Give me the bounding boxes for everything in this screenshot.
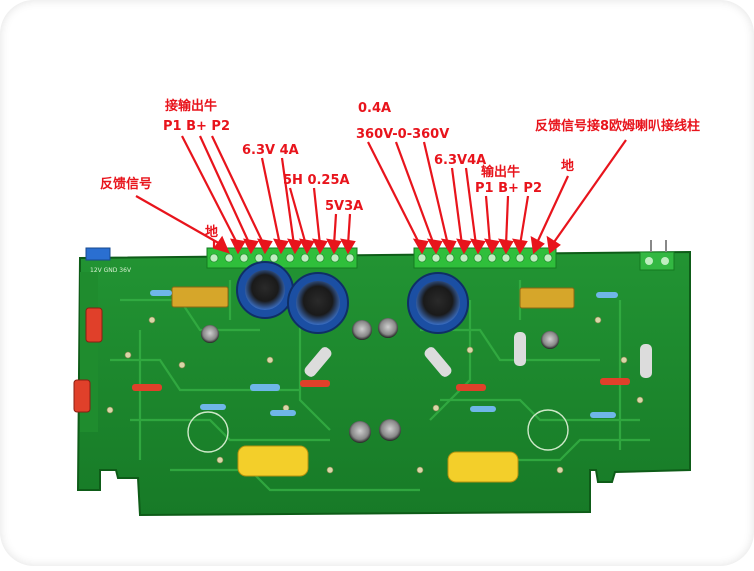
ceramic-resistors: [304, 332, 652, 378]
red-capacitors: [73, 307, 103, 413]
svg-text:12V GND 36V: 12V GND 36V: [90, 267, 132, 274]
silkscreen-text: 12V GND 36V: [90, 267, 132, 274]
pcb-traces: [110, 280, 650, 492]
connector-blue: [85, 247, 111, 261]
label-heater-6v3-left: 6.3V 4A: [242, 143, 299, 158]
pcb-pads: [106, 316, 644, 474]
label-output-pins-left: P1 B+ P2: [163, 119, 230, 134]
label-0-4a: 0.4A: [358, 101, 392, 116]
speaker-terminals-right: [639, 240, 675, 271]
filter-capacitors: [236, 261, 469, 334]
tube-sockets: [187, 409, 569, 453]
small-resistors: [132, 290, 630, 418]
power-resistors: [171, 286, 575, 309]
label-output-pins-right: P1 B+ P2: [475, 181, 542, 196]
label-5v3a: 5V3A: [325, 199, 364, 214]
label-ground-left: 地: [205, 225, 219, 240]
small-capacitors: [201, 318, 559, 443]
film-capacitors: [237, 445, 519, 483]
label-output-transformer-right: 输出牛: [481, 165, 521, 180]
label-choke-5h: 5H 0.25A: [283, 173, 350, 188]
label-feedback-speaker-right: 反馈信号接8欧姆喇叭接线柱: [535, 119, 701, 134]
label-360v: 360V-0-360V: [356, 127, 450, 142]
label-feedback-left: 反馈信号: [100, 177, 153, 192]
label-heater-6v3-right: 6.3V4A: [434, 153, 487, 168]
label-output-transformer-left: 接输出牛: [165, 99, 218, 114]
label-ground-right: 地: [561, 159, 575, 174]
annotation-arrows: [135, 135, 627, 255]
